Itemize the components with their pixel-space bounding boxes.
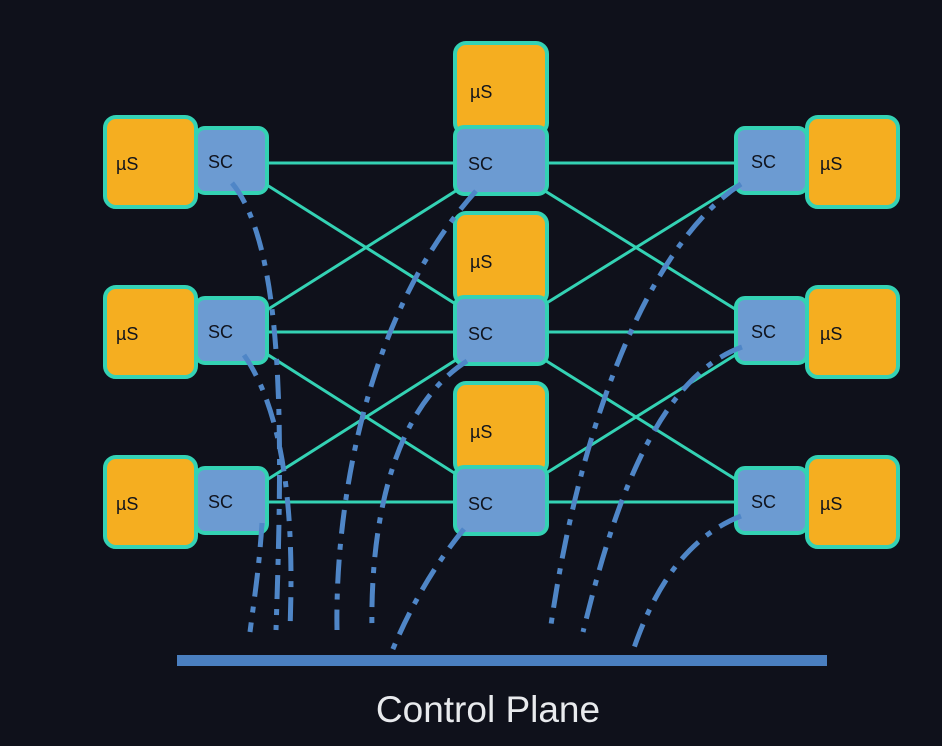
service-label: µS: [820, 324, 842, 344]
right-row-2: µS SC: [734, 285, 900, 379]
service-label: µS: [116, 324, 138, 344]
service-label: µS: [470, 82, 492, 102]
control-link-right2: [580, 344, 743, 633]
sidecar-box: [734, 126, 809, 195]
sidecar-box: [453, 465, 549, 536]
service-label: µS: [116, 494, 138, 514]
service-label: µS: [470, 252, 492, 272]
control-link-right3: [627, 513, 742, 661]
sidecar-label: SC: [208, 322, 233, 342]
service-box: [453, 381, 549, 476]
control-link-left1: [230, 181, 283, 631]
sidecar-box: [453, 125, 549, 196]
control-plane-bar: [177, 655, 827, 666]
sidecar-box: [194, 296, 269, 365]
control-plane-label: Control Plane: [376, 689, 600, 730]
sidecar-box: [734, 466, 809, 535]
sidecar-box: [453, 295, 549, 366]
sidecar-label: SC: [751, 322, 776, 342]
service-label: µS: [820, 494, 842, 514]
middle-row-2: µS SC: [453, 211, 549, 366]
control-link-mid2: [369, 358, 469, 633]
control-link-right1: [547, 181, 743, 633]
sidecar-box: [194, 466, 269, 535]
sidecar-label: SC: [468, 494, 493, 514]
control-link-mid1: [334, 189, 478, 631]
sidecar-label: SC: [468, 324, 493, 344]
control-link-left3: [247, 522, 265, 633]
service-label: µS: [470, 422, 492, 442]
sidecar-label: SC: [208, 492, 233, 512]
service-label: µS: [116, 154, 138, 174]
left-row-3: µS SC: [103, 455, 269, 549]
left-row-1: µS SC: [103, 115, 269, 209]
nodes: µS SC µS SC µS SC µS SC µS SC: [103, 41, 900, 549]
sidecar-label: SC: [751, 152, 776, 172]
middle-row-1: µS SC: [453, 41, 549, 196]
control-link-mid3: [385, 527, 466, 662]
service-box: [453, 211, 549, 306]
sidecar-box: [734, 296, 809, 365]
sidecar-label: SC: [208, 152, 233, 172]
sidecar-label: SC: [751, 492, 776, 512]
right-row-3: µS SC: [734, 455, 900, 549]
sidecar-box: [194, 126, 269, 195]
left-row-2: µS SC: [103, 285, 269, 379]
sidecar-label: SC: [468, 154, 493, 174]
control-links: [230, 181, 743, 662]
control-link-left2: [241, 353, 294, 631]
middle-row-3: µS SC: [453, 381, 549, 536]
service-box: [453, 41, 549, 136]
service-label: µS: [820, 154, 842, 174]
right-row-1: µS SC: [734, 115, 900, 209]
